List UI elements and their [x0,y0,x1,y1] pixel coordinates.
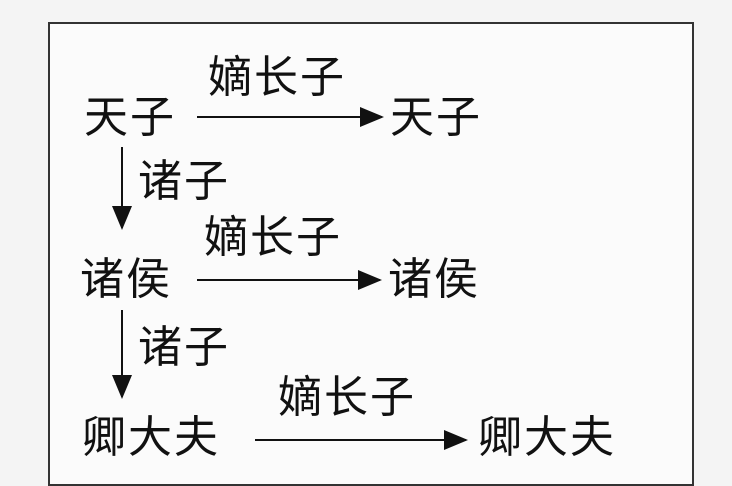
label-down-2: 诸子 [138,322,230,373]
label-down-1: 诸子 [138,156,230,207]
node-zhuhou-heir: 诸侯 [388,254,480,305]
label-heir-1: 嫡长子 [208,52,346,103]
node-qingdafu-heir: 卿大夫 [478,412,616,463]
label-heir-2: 嫡长子 [204,212,342,263]
label-heir-3: 嫡长子 [278,372,416,423]
node-tianzi-heir: 天子 [390,92,482,143]
node-zhuhou: 诸侯 [80,254,172,305]
arrows-layer [112,107,468,450]
node-qingdafu: 卿大夫 [82,412,220,463]
node-tianzi: 天子 [84,92,176,143]
diagram-frame [48,22,694,486]
